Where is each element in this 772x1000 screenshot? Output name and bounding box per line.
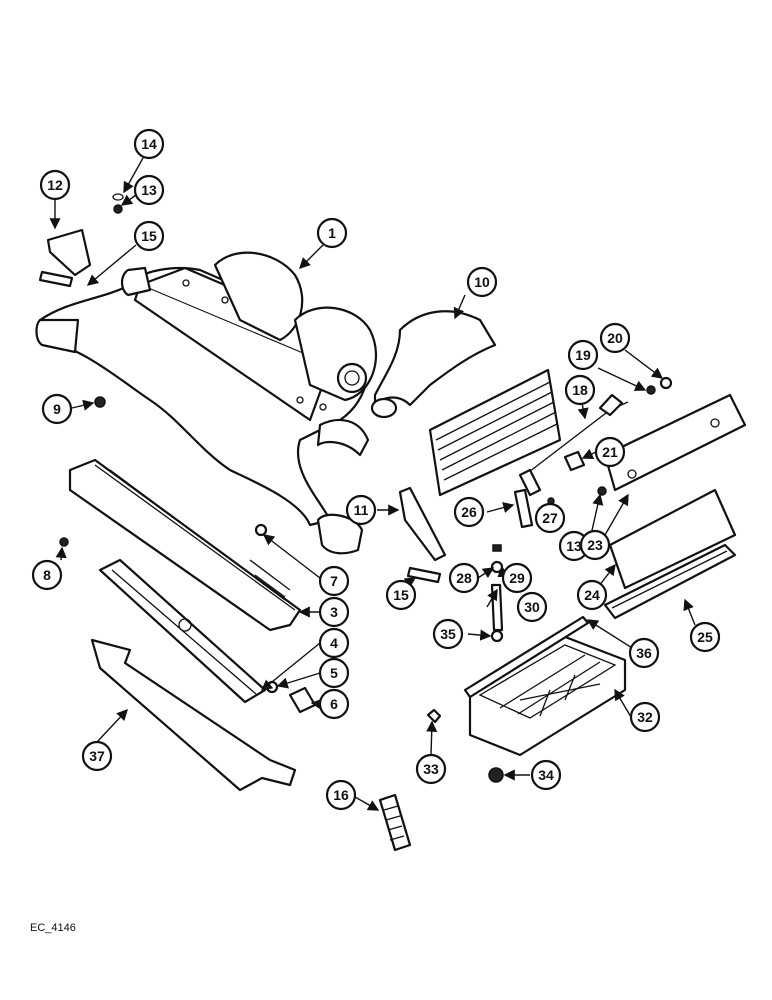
svg-text:21: 21	[602, 444, 618, 460]
callout-15: 15	[133, 220, 165, 252]
bracket-part	[38, 228, 92, 288]
callout-20: 20	[599, 322, 631, 354]
callout-34: 34	[530, 759, 562, 791]
svg-text:13: 13	[566, 538, 582, 554]
callout-21: 21	[594, 436, 626, 468]
callout-12: 12	[39, 169, 71, 201]
callout-24: 24	[576, 579, 608, 611]
svg-text:29: 29	[509, 570, 525, 586]
svg-text:34: 34	[538, 767, 554, 783]
svg-text:3: 3	[330, 604, 338, 620]
svg-text:25: 25	[697, 629, 713, 645]
svg-text:33: 33	[423, 761, 439, 777]
svg-text:32: 32	[637, 709, 653, 725]
svg-text:30: 30	[524, 599, 540, 615]
svg-text:37: 37	[89, 748, 105, 764]
callout-11: 11	[345, 494, 377, 526]
svg-text:18: 18	[572, 382, 588, 398]
svg-text:14: 14	[141, 136, 157, 152]
plenum-cover-part	[68, 458, 302, 632]
frame-part	[603, 543, 737, 620]
grille-part	[288, 686, 412, 852]
svg-text:28: 28	[456, 570, 472, 586]
callout-35: 35	[432, 618, 464, 650]
svg-text:15: 15	[141, 228, 157, 244]
callout-1: 1	[316, 217, 348, 249]
svg-text:4: 4	[330, 635, 338, 651]
filter-panel-part	[608, 488, 737, 590]
svg-text:35: 35	[440, 626, 456, 642]
svg-text:13: 13	[141, 182, 157, 198]
svg-text:6: 6	[330, 696, 338, 712]
filter-element-part	[428, 368, 562, 497]
callout-3: 3	[318, 596, 350, 628]
callout-25: 25	[689, 621, 721, 653]
svg-text:16: 16	[333, 787, 349, 803]
callout-33: 33	[415, 753, 447, 785]
callout-18: 18	[564, 374, 596, 406]
svg-text:11: 11	[354, 502, 369, 518]
callout-8: 8	[31, 559, 63, 591]
svg-text:15: 15	[393, 587, 409, 603]
callout-15: 15	[385, 579, 417, 611]
svg-text:19: 19	[575, 347, 591, 363]
svg-text:36: 36	[636, 645, 652, 661]
callout-28: 28	[448, 562, 480, 594]
callout-23: 23	[579, 529, 611, 561]
cover-panel-part	[603, 393, 747, 492]
callout-13: 13	[133, 174, 165, 206]
svg-text:10: 10	[474, 274, 490, 290]
callout-37: 37	[81, 740, 113, 772]
callout-30: 30	[516, 591, 548, 623]
svg-text:5: 5	[330, 665, 338, 681]
callout-13: 13	[558, 530, 590, 562]
callout-5: 5	[318, 657, 350, 689]
callout-6: 6	[318, 688, 350, 720]
callout-26: 26	[453, 496, 485, 528]
callout-9: 9	[41, 393, 73, 425]
svg-text:12: 12	[47, 177, 63, 193]
svg-text:7: 7	[330, 573, 338, 589]
callout-29: 29	[501, 562, 533, 594]
callout-16: 16	[325, 779, 357, 811]
svg-text:27: 27	[542, 510, 558, 526]
callout-36: 36	[628, 637, 660, 669]
svg-text:26: 26	[461, 504, 477, 520]
callout-19: 19	[567, 339, 599, 371]
callout-32: 32	[629, 701, 661, 733]
callout-7: 7	[318, 565, 350, 597]
reference-code: EC_4146	[30, 922, 76, 934]
svg-text:20: 20	[607, 330, 623, 346]
duct-part	[370, 310, 497, 419]
gasket-strip-part	[90, 638, 297, 792]
svg-text:9: 9	[53, 401, 61, 417]
callout-10: 10	[466, 266, 498, 298]
svg-text:24: 24	[584, 587, 600, 603]
svg-text:23: 23	[587, 537, 603, 553]
lower-tray-part	[468, 633, 627, 757]
callout-4: 4	[318, 627, 350, 659]
bracket-part	[398, 486, 447, 584]
linkage-part	[490, 393, 629, 632]
blower-housing-part	[35, 251, 378, 555]
callout-27: 27	[534, 502, 566, 534]
callout-14: 14	[133, 128, 165, 160]
callout-bubbles: 1 3 4 5 6 7 8 9 10 11 12 13 13 14 15 15 …	[31, 128, 721, 811]
svg-text:8: 8	[43, 567, 51, 583]
svg-text:1: 1	[328, 225, 336, 241]
